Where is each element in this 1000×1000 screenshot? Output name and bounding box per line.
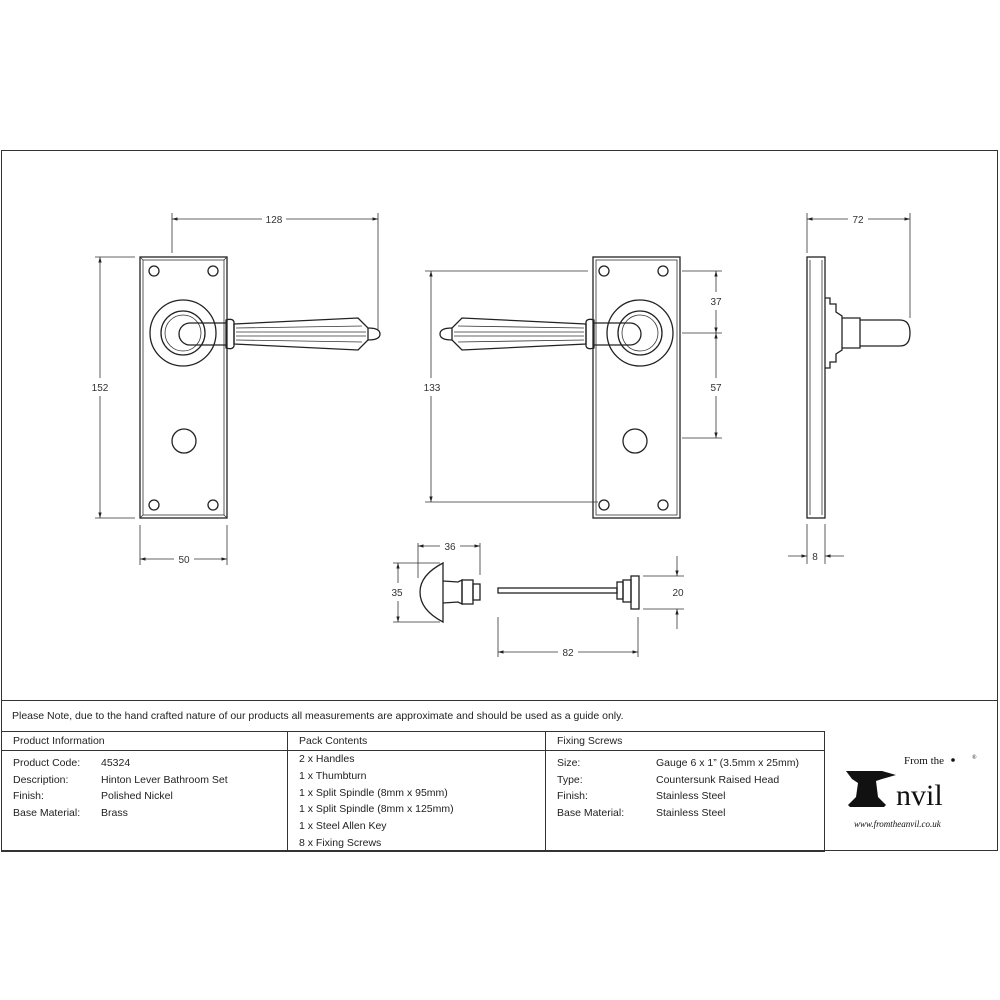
anvil-icon xyxy=(846,771,896,807)
logo-anvil: nvil xyxy=(896,779,943,812)
pack-contents-header: Pack Contents xyxy=(288,732,545,751)
pack-contents-panel: Pack Contents 2 x Handles 1 x Thumbturn … xyxy=(288,731,546,852)
from-the-anvil-logo: From the ® nvil www.fromtheanvil.co.uk xyxy=(824,731,998,852)
pack-item: 1 x Steel Allen Key xyxy=(299,820,387,833)
logo-from-the: From the xyxy=(904,755,944,767)
screw-value: Stainless Steel xyxy=(656,790,726,802)
thumbturn xyxy=(419,561,481,624)
screw-label: Base Material: xyxy=(557,806,625,819)
pack-item: 1 x Split Spindle (8mm x 125mm) xyxy=(299,803,454,816)
screw-value: Countersunk Raised Head xyxy=(656,773,780,786)
pack-item: 1 x Split Spindle (8mm x 95mm) xyxy=(299,786,448,799)
info-value: Hinton Lever Bathroom Set xyxy=(101,773,228,786)
fixing-screws-header: Fixing Screws xyxy=(546,732,824,751)
info-row: Finish: Polished Nickel xyxy=(13,788,287,805)
pack-item: 2 x Handles xyxy=(299,753,355,765)
front-dimensions: 128 152 50 xyxy=(92,213,379,566)
info-label: Finish: xyxy=(13,790,44,802)
info-row: Base Material: Brass xyxy=(13,805,287,822)
logo-url: www.fromtheanvil.co.uk xyxy=(854,819,942,829)
back-dimensions: 133 37 57 xyxy=(424,270,722,503)
dim-8: 8 xyxy=(812,552,818,563)
dim-20: 20 xyxy=(672,588,684,599)
info-value: Polished Nickel xyxy=(101,790,173,802)
screw-label: Size: xyxy=(557,757,581,769)
thumbturn-dimensions: 36 35 xyxy=(391,542,481,623)
side-view-lever xyxy=(806,256,911,519)
info-label: Base Material: xyxy=(13,806,81,819)
product-information-header: Product Information xyxy=(2,732,287,751)
info-row: Description: Hinton Lever Bathroom Set xyxy=(13,772,287,789)
screw-label: Finish: xyxy=(557,790,588,802)
dim-35: 35 xyxy=(391,588,403,599)
info-label: Description: xyxy=(13,773,69,786)
screw-row: Finish: Stainless Steel xyxy=(557,788,824,805)
technical-drawing: 128 152 50 133 xyxy=(92,213,911,659)
screw-value: Gauge 6 x 1” (3.5mm x 25mm) xyxy=(656,757,799,769)
dim-133: 133 xyxy=(424,383,441,394)
back-view-lever xyxy=(439,256,681,519)
info-value: 45324 xyxy=(101,757,131,769)
pack-item: 8 x Fixing Screws xyxy=(299,836,382,849)
dim-152: 152 xyxy=(92,383,109,394)
screw-row: Size: Gauge 6 x 1” (3.5mm x 25mm) xyxy=(557,755,824,772)
dim-50: 50 xyxy=(178,555,190,566)
dim-128: 128 xyxy=(266,215,283,226)
screw-row: Type: Countersunk Raised Head xyxy=(557,772,824,789)
dim-82: 82 xyxy=(562,648,574,659)
product-information-panel: Product Information Product Code: 45324 D… xyxy=(1,731,288,852)
pack-item: 1 x Thumbturn xyxy=(299,769,367,782)
side-dimensions: 72 8 xyxy=(788,213,911,564)
dim-36: 36 xyxy=(444,542,456,553)
screw-row: Base Material: Stainless Steel xyxy=(557,805,824,822)
info-value: Brass xyxy=(101,806,128,819)
dim-37: 37 xyxy=(710,297,722,308)
emergency-release xyxy=(497,575,640,610)
dim-72: 72 xyxy=(852,215,864,226)
drawing-sheet xyxy=(1,150,998,851)
anvil-logo-mark: From the ® nvil www.fromtheanvil.co.uk xyxy=(846,754,977,829)
fixing-screws-panel: Fixing Screws Size: Gauge 6 x 1” (3.5mm x… xyxy=(546,731,825,852)
screw-value: Stainless Steel xyxy=(656,806,726,819)
screw-label: Type: xyxy=(557,773,583,786)
measurement-note: Please Note, due to the hand crafted nat… xyxy=(1,700,998,731)
dim-57: 57 xyxy=(710,383,722,394)
release-dimensions: 20 82 xyxy=(497,556,684,659)
logo-registered: ® xyxy=(972,754,977,761)
info-label: Product Code: xyxy=(13,757,81,769)
info-row: Product Code: 45324 xyxy=(13,755,287,772)
front-view-lever xyxy=(139,256,381,519)
